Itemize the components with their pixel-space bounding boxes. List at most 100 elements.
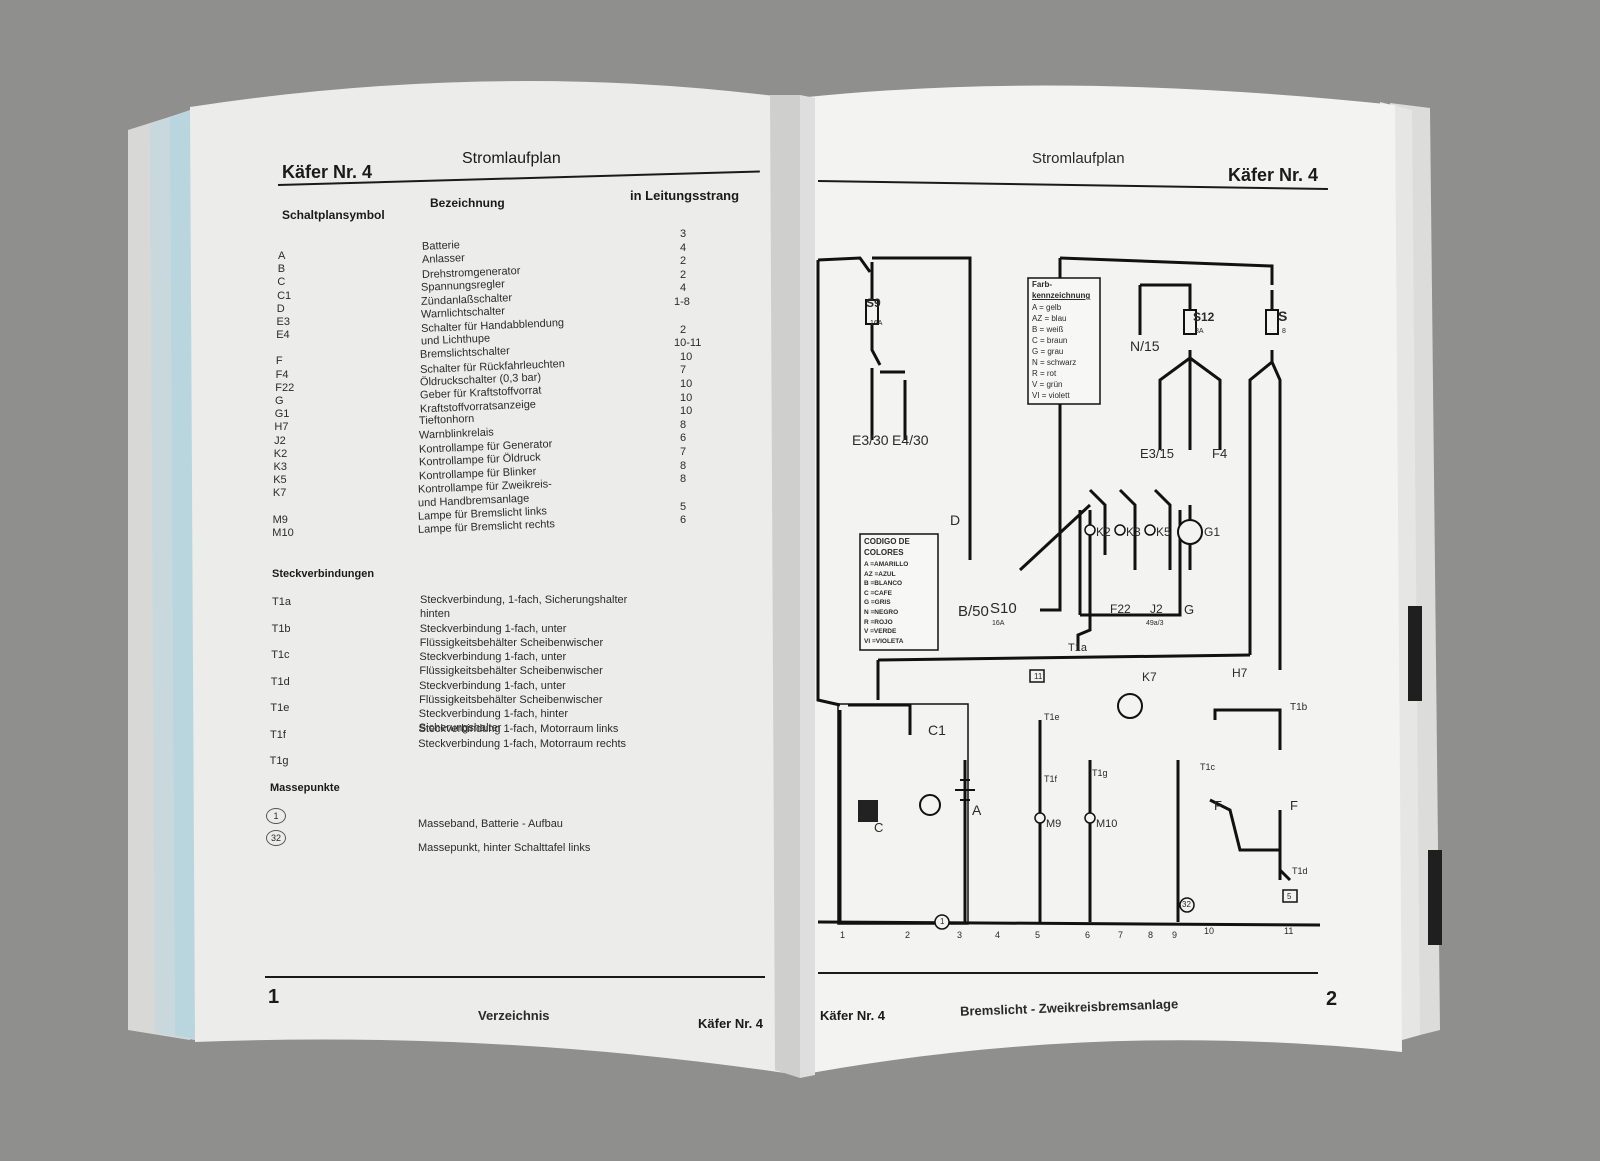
label-g5: 5 xyxy=(1287,892,1292,901)
color-key-item: AZ = blau xyxy=(1032,314,1067,323)
label-b50: B/50 xyxy=(958,603,989,620)
connector-code: T1g xyxy=(269,755,289,767)
label-n15: N/15 xyxy=(1130,338,1160,354)
symbol-cell: G xyxy=(275,395,284,407)
label-c1: C1 xyxy=(928,722,946,738)
right-header-title: Käfer Nr. 4 xyxy=(1228,165,1319,185)
connector-code: T1f xyxy=(270,728,286,741)
connector-code: T1d xyxy=(270,675,290,688)
label-s12: S12 xyxy=(1193,310,1215,324)
designation-cell: Kraftstoffvorratsanzeige xyxy=(419,398,536,416)
color-key-title-2: kennzeichnung xyxy=(1032,291,1091,300)
label-t1e: T1e xyxy=(1044,712,1060,722)
color-key-item: R = rot xyxy=(1032,369,1057,378)
symbol-cell: C1 xyxy=(277,289,292,302)
symbol-cell: J2 xyxy=(274,434,286,447)
codigo-item: AZ =AZUL xyxy=(864,570,896,578)
label-m9: M9 xyxy=(1046,818,1062,830)
bottom-number: 11 xyxy=(1284,926,1294,936)
connector-desc-2: Sicherungshalter xyxy=(418,722,502,735)
ground-code: 1 xyxy=(266,808,286,824)
symbol-cell: E4 xyxy=(276,329,290,342)
bottom-number: 9 xyxy=(1172,930,1178,940)
codigo-item: VI =VIOLETA xyxy=(864,637,904,645)
connector-code: T1e xyxy=(270,702,290,714)
bottom-number: 8 xyxy=(1148,930,1154,940)
label-g1: G1 xyxy=(1204,525,1221,539)
label-s12a: 8A xyxy=(1195,328,1204,335)
connector-desc: Steckverbindung, 1-fach, Sicherungshalte… xyxy=(420,594,628,606)
ground-title: Massepunkte xyxy=(270,782,340,794)
symbol-cell: K3 xyxy=(273,461,287,473)
color-key-item: N = schwarz xyxy=(1032,358,1077,367)
left-footer-rule xyxy=(265,976,765,978)
symbol-cell: K7 xyxy=(272,487,287,500)
harness-cell: 8 xyxy=(680,473,687,486)
symbol-cell: C xyxy=(277,276,286,289)
label-k7: K7 xyxy=(1142,670,1157,684)
label-e315: E3/15 xyxy=(1140,446,1174,461)
right-footer-center: Bremslicht - Zweikreisbremsanlage xyxy=(959,996,1179,1019)
harness-cell: 4 xyxy=(680,282,687,295)
label-d: D xyxy=(950,512,961,528)
wiring-diagram xyxy=(816,256,1321,930)
harness-cell: 5 xyxy=(680,500,687,513)
label-s10: S10 xyxy=(990,600,1017,617)
connector-code: T1b xyxy=(271,622,291,635)
left-page: Käfer Nr. 4 Stromlaufplan Schaltplansymb… xyxy=(190,110,790,1040)
connector-desc: Steckverbindung 1-fach, Motorraum links xyxy=(418,723,619,735)
label-s10a: 16A xyxy=(992,620,1005,627)
harness-cell: 10 xyxy=(680,378,693,390)
symbol-cell: M10 xyxy=(272,526,294,539)
ground-label: Massepunkt, hinter Schalttafel links xyxy=(418,842,591,854)
label-t1d: T1d xyxy=(1292,866,1308,876)
ground-circle: 32 xyxy=(266,830,286,846)
codigo-item: R =ROJO xyxy=(864,618,893,626)
codigo-item: V =VERDE xyxy=(864,628,897,636)
label-h7: H7 xyxy=(1232,666,1248,680)
right-header-subtitle: Stromlaufplan xyxy=(1032,150,1125,167)
designation-cell: Tieftonhorn xyxy=(419,413,475,428)
label-f2: F xyxy=(1290,798,1298,813)
bottom-number: 4 xyxy=(995,930,1001,940)
label-j2b: 49a/3 xyxy=(1146,620,1164,627)
label-k5: K5 xyxy=(1156,525,1171,539)
label-s8a: 8 xyxy=(1282,328,1286,335)
connectors-title: Steckverbindungen xyxy=(272,568,375,580)
connector-desc-2: Flüssigkeitsbehälter Scheibenwischer xyxy=(419,665,603,678)
label-g1c: 1 xyxy=(940,917,945,926)
color-key-title-1: Farb- xyxy=(1032,280,1052,289)
label-j2: J2 xyxy=(1150,602,1163,616)
label-c: C xyxy=(874,820,884,835)
label-f4: F4 xyxy=(1212,446,1228,461)
left-footer-center: Verzeichnis xyxy=(478,1008,550,1023)
designation-cell: Bremslichtschalter xyxy=(420,345,511,362)
label-k3: K3 xyxy=(1126,525,1141,539)
codigo-item: N =NEGRO xyxy=(864,609,899,616)
label-t1c: T1c xyxy=(1200,762,1216,772)
bottom-number: 3 xyxy=(957,930,963,940)
bottom-number: 5 xyxy=(1035,930,1041,940)
designation-cell: Anlasser xyxy=(421,252,465,267)
harness-cell: 10 xyxy=(680,391,693,404)
color-key-item: G = grau xyxy=(1032,347,1064,356)
harness-cell: 2 xyxy=(680,323,687,336)
col-harness-header: in Leitungsstrang xyxy=(630,188,740,203)
symbol-cell: K5 xyxy=(273,474,287,487)
label-g11: 11 xyxy=(1034,672,1043,681)
label-f: F xyxy=(1214,798,1222,813)
designation-cell: Warnblinkrelais xyxy=(418,426,495,442)
col-symbol-header: Schaltplansymbol xyxy=(282,208,385,222)
connector-code: T1c xyxy=(271,649,290,661)
ground-code: 32 xyxy=(266,830,286,846)
harness-cell: 6 xyxy=(680,514,687,527)
ground-circle: 1 xyxy=(266,808,286,824)
right-footer-rule xyxy=(818,972,1318,974)
color-key-item: V = grün xyxy=(1032,380,1063,389)
color-key-item: C = braun xyxy=(1032,336,1068,345)
connector-code: T1a xyxy=(272,596,291,608)
codigo-item: G =GRIS xyxy=(864,599,891,607)
right-page: Stromlaufplan Käfer Nr. 4 xyxy=(800,110,1400,1040)
